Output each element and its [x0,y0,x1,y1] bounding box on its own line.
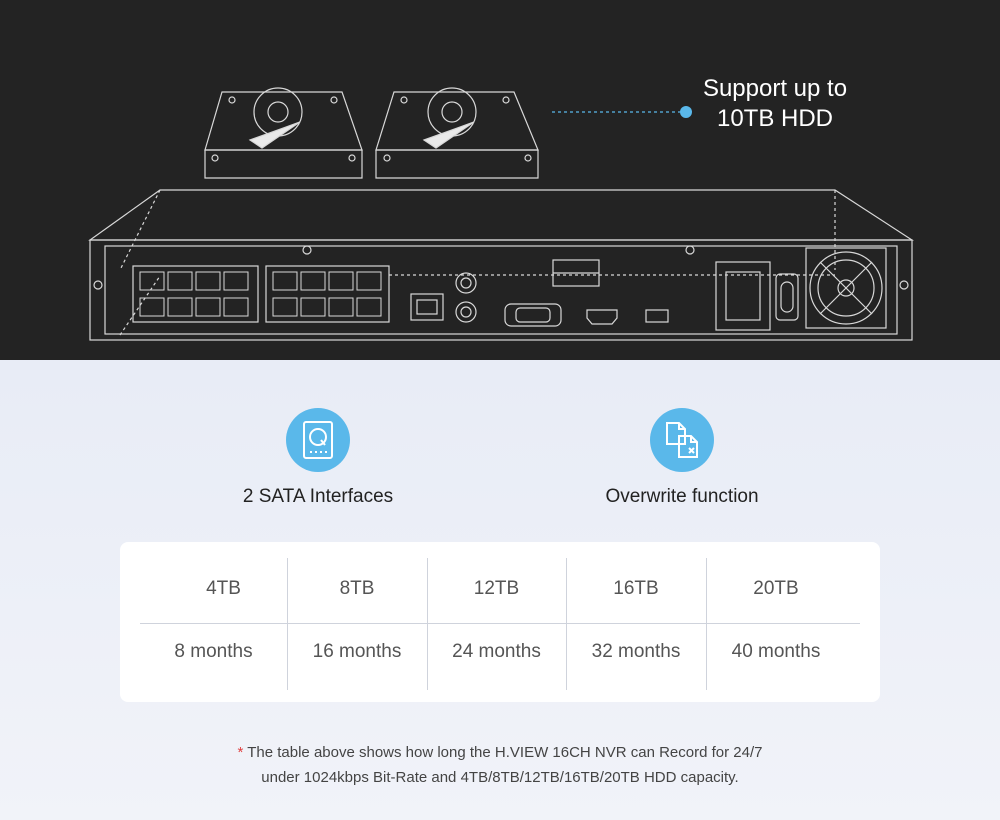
feature-overwrite: Overwrite function [552,408,812,508]
footnote-line-2: under 1024kbps Bit-Rate and 4TB/8TB/12TB… [261,769,739,786]
footnote: * The table above shows how long the H.V… [0,740,1000,790]
hard-drive-left-icon [204,87,363,179]
feature-label: 2 SATA Interfaces [242,486,394,507]
cooling-fan-icon [805,247,887,329]
table-divider [140,623,860,624]
power-inlet [715,261,771,331]
column-divider [566,558,567,690]
power-switch [775,273,799,321]
column-divider [706,558,707,690]
feature-label: Overwrite function [605,486,759,507]
uplink-lan-port [410,293,444,321]
overwrite-documents-icon [650,408,714,472]
table-value-cell: 32 months [591,641,681,662]
recording-duration-table: 4TB 8TB 12TB 16TB 20TB 8 months 16 month… [120,542,880,702]
poe-port-block-2 [265,265,390,323]
table-header-cell: 4TB [206,578,241,599]
usb-port [645,309,669,323]
vga-port [504,303,562,327]
table-value-cell: 8 months [174,641,253,662]
table-value-cell: 40 months [731,641,821,662]
table-header-cell: 20TB [753,578,799,599]
hdd-icon [286,408,350,472]
hdd-capacity-callout: Support up to 10TB HDD [702,75,848,132]
table-grid: 4TB 8TB 12TB 16TB 20TB 8 months 16 month… [140,558,860,690]
hard-drive-right-icon [375,87,539,179]
feature-sata-interfaces: 2 SATA Interfaces [188,408,448,508]
features-section: 2 SATA Interfaces Overwrite function 4TB… [0,360,1000,820]
table-header-cell: 12TB [473,578,520,599]
column-divider [287,558,288,690]
footnote-text: The table above shows how long the H.VIE… [247,744,763,761]
column-divider [427,558,428,690]
hero-section: Support up to 10TB HDD [0,0,1000,360]
footnote-asterisk: * [237,744,244,761]
table-value-cell: 24 months [452,641,541,662]
nvr-device-illustration [88,87,915,341]
poe-port-block-1 [132,265,259,323]
table-value-cell: 16 months [312,641,402,662]
table-header-cell: 16TB [613,578,659,599]
hdmi-port [586,309,618,325]
callout-dot [680,106,692,118]
footnote-line-1: * The table above shows how long the H.V… [0,740,1000,765]
table-header-cell: 8TB [339,578,375,599]
